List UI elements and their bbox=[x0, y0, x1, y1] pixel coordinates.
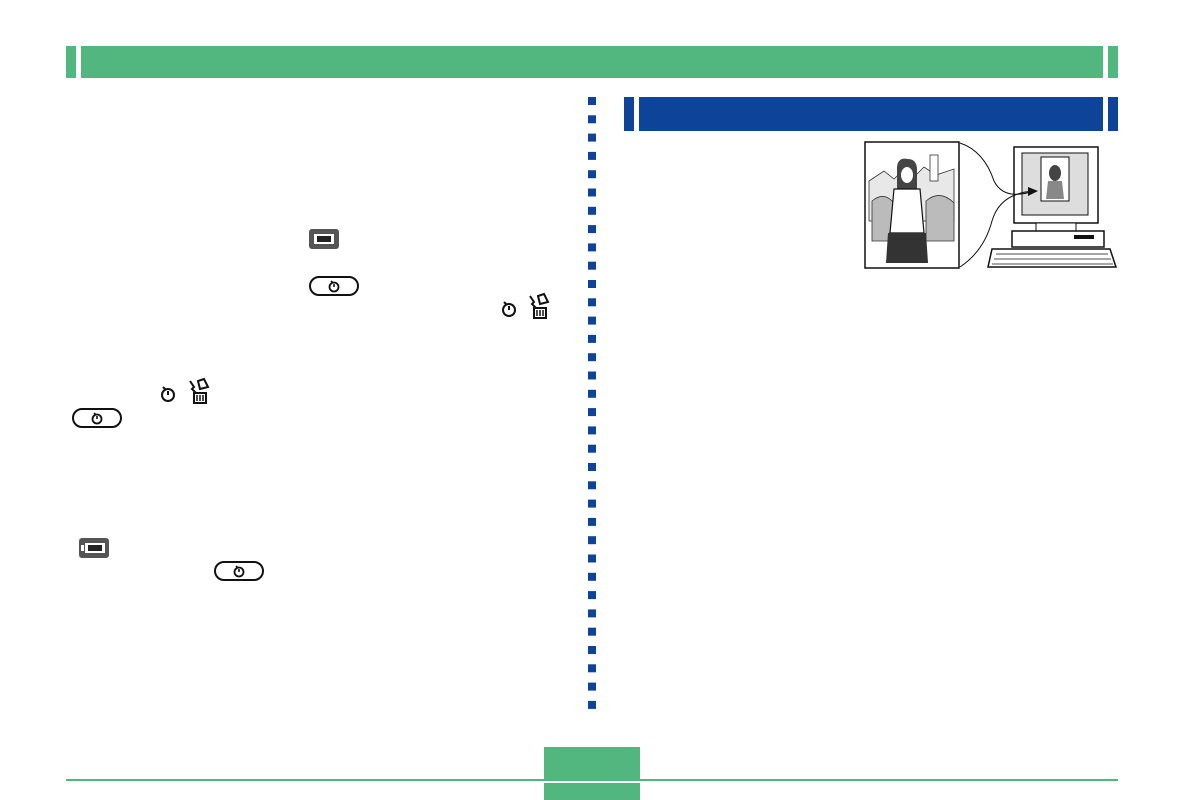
header-bar-notch-right bbox=[1103, 46, 1108, 78]
divider-dot bbox=[588, 97, 596, 105]
column-divider bbox=[587, 97, 597, 717]
divider-dot bbox=[588, 261, 596, 270]
divider-dot bbox=[588, 682, 596, 691]
self-timer-button-icon bbox=[309, 276, 359, 296]
divider-dot bbox=[588, 115, 596, 124]
delete-icon bbox=[529, 292, 550, 319]
divider-dot bbox=[588, 225, 596, 234]
divider-dot bbox=[588, 371, 596, 380]
divider-dot bbox=[588, 591, 596, 600]
divider-dot bbox=[588, 664, 596, 673]
self-timer-icon bbox=[161, 386, 175, 402]
divider-dot bbox=[588, 536, 596, 545]
page-number-tab-lower bbox=[544, 783, 640, 800]
delete-icon bbox=[189, 377, 210, 404]
divider-dot bbox=[588, 243, 596, 252]
self-timer-icon bbox=[502, 301, 516, 317]
divider-dot bbox=[588, 517, 596, 526]
divider-dot bbox=[588, 151, 596, 160]
section-bar-notch-right bbox=[1103, 97, 1108, 131]
divider-dot bbox=[588, 499, 596, 508]
divider-dot bbox=[588, 298, 596, 307]
divider-dot bbox=[588, 463, 596, 471]
battery-low-icon bbox=[79, 538, 109, 558]
self-timer-button-icon bbox=[72, 408, 122, 428]
divider-dot bbox=[588, 609, 596, 618]
divider-dot bbox=[588, 554, 596, 563]
divider-dot bbox=[588, 389, 596, 398]
battery-icon bbox=[309, 229, 339, 249]
divider-dot bbox=[588, 572, 596, 581]
self-timer-button-icon bbox=[214, 561, 264, 581]
divider-dot bbox=[588, 188, 596, 197]
divider-dot bbox=[588, 170, 596, 179]
divider-dot bbox=[588, 316, 596, 325]
section-header-bar bbox=[624, 97, 1118, 131]
header-bar-notch-left bbox=[76, 46, 81, 78]
divider-dot bbox=[588, 353, 596, 362]
divider-dot bbox=[588, 627, 596, 636]
divider-dot bbox=[588, 481, 596, 490]
divider-dot bbox=[588, 444, 596, 453]
divider-dot bbox=[588, 133, 596, 142]
divider-dot bbox=[588, 700, 596, 709]
divider-dot bbox=[588, 334, 596, 343]
divider-dot bbox=[588, 646, 596, 654]
divider-dot bbox=[588, 426, 596, 435]
photo-to-computer-illustration bbox=[864, 141, 1118, 269]
section-bar-notch-left bbox=[634, 97, 639, 131]
header-bar bbox=[66, 46, 1118, 78]
page-number-tab bbox=[544, 747, 640, 781]
divider-dot bbox=[588, 280, 596, 288]
divider-dot bbox=[588, 206, 596, 215]
divider-dot bbox=[588, 408, 596, 417]
